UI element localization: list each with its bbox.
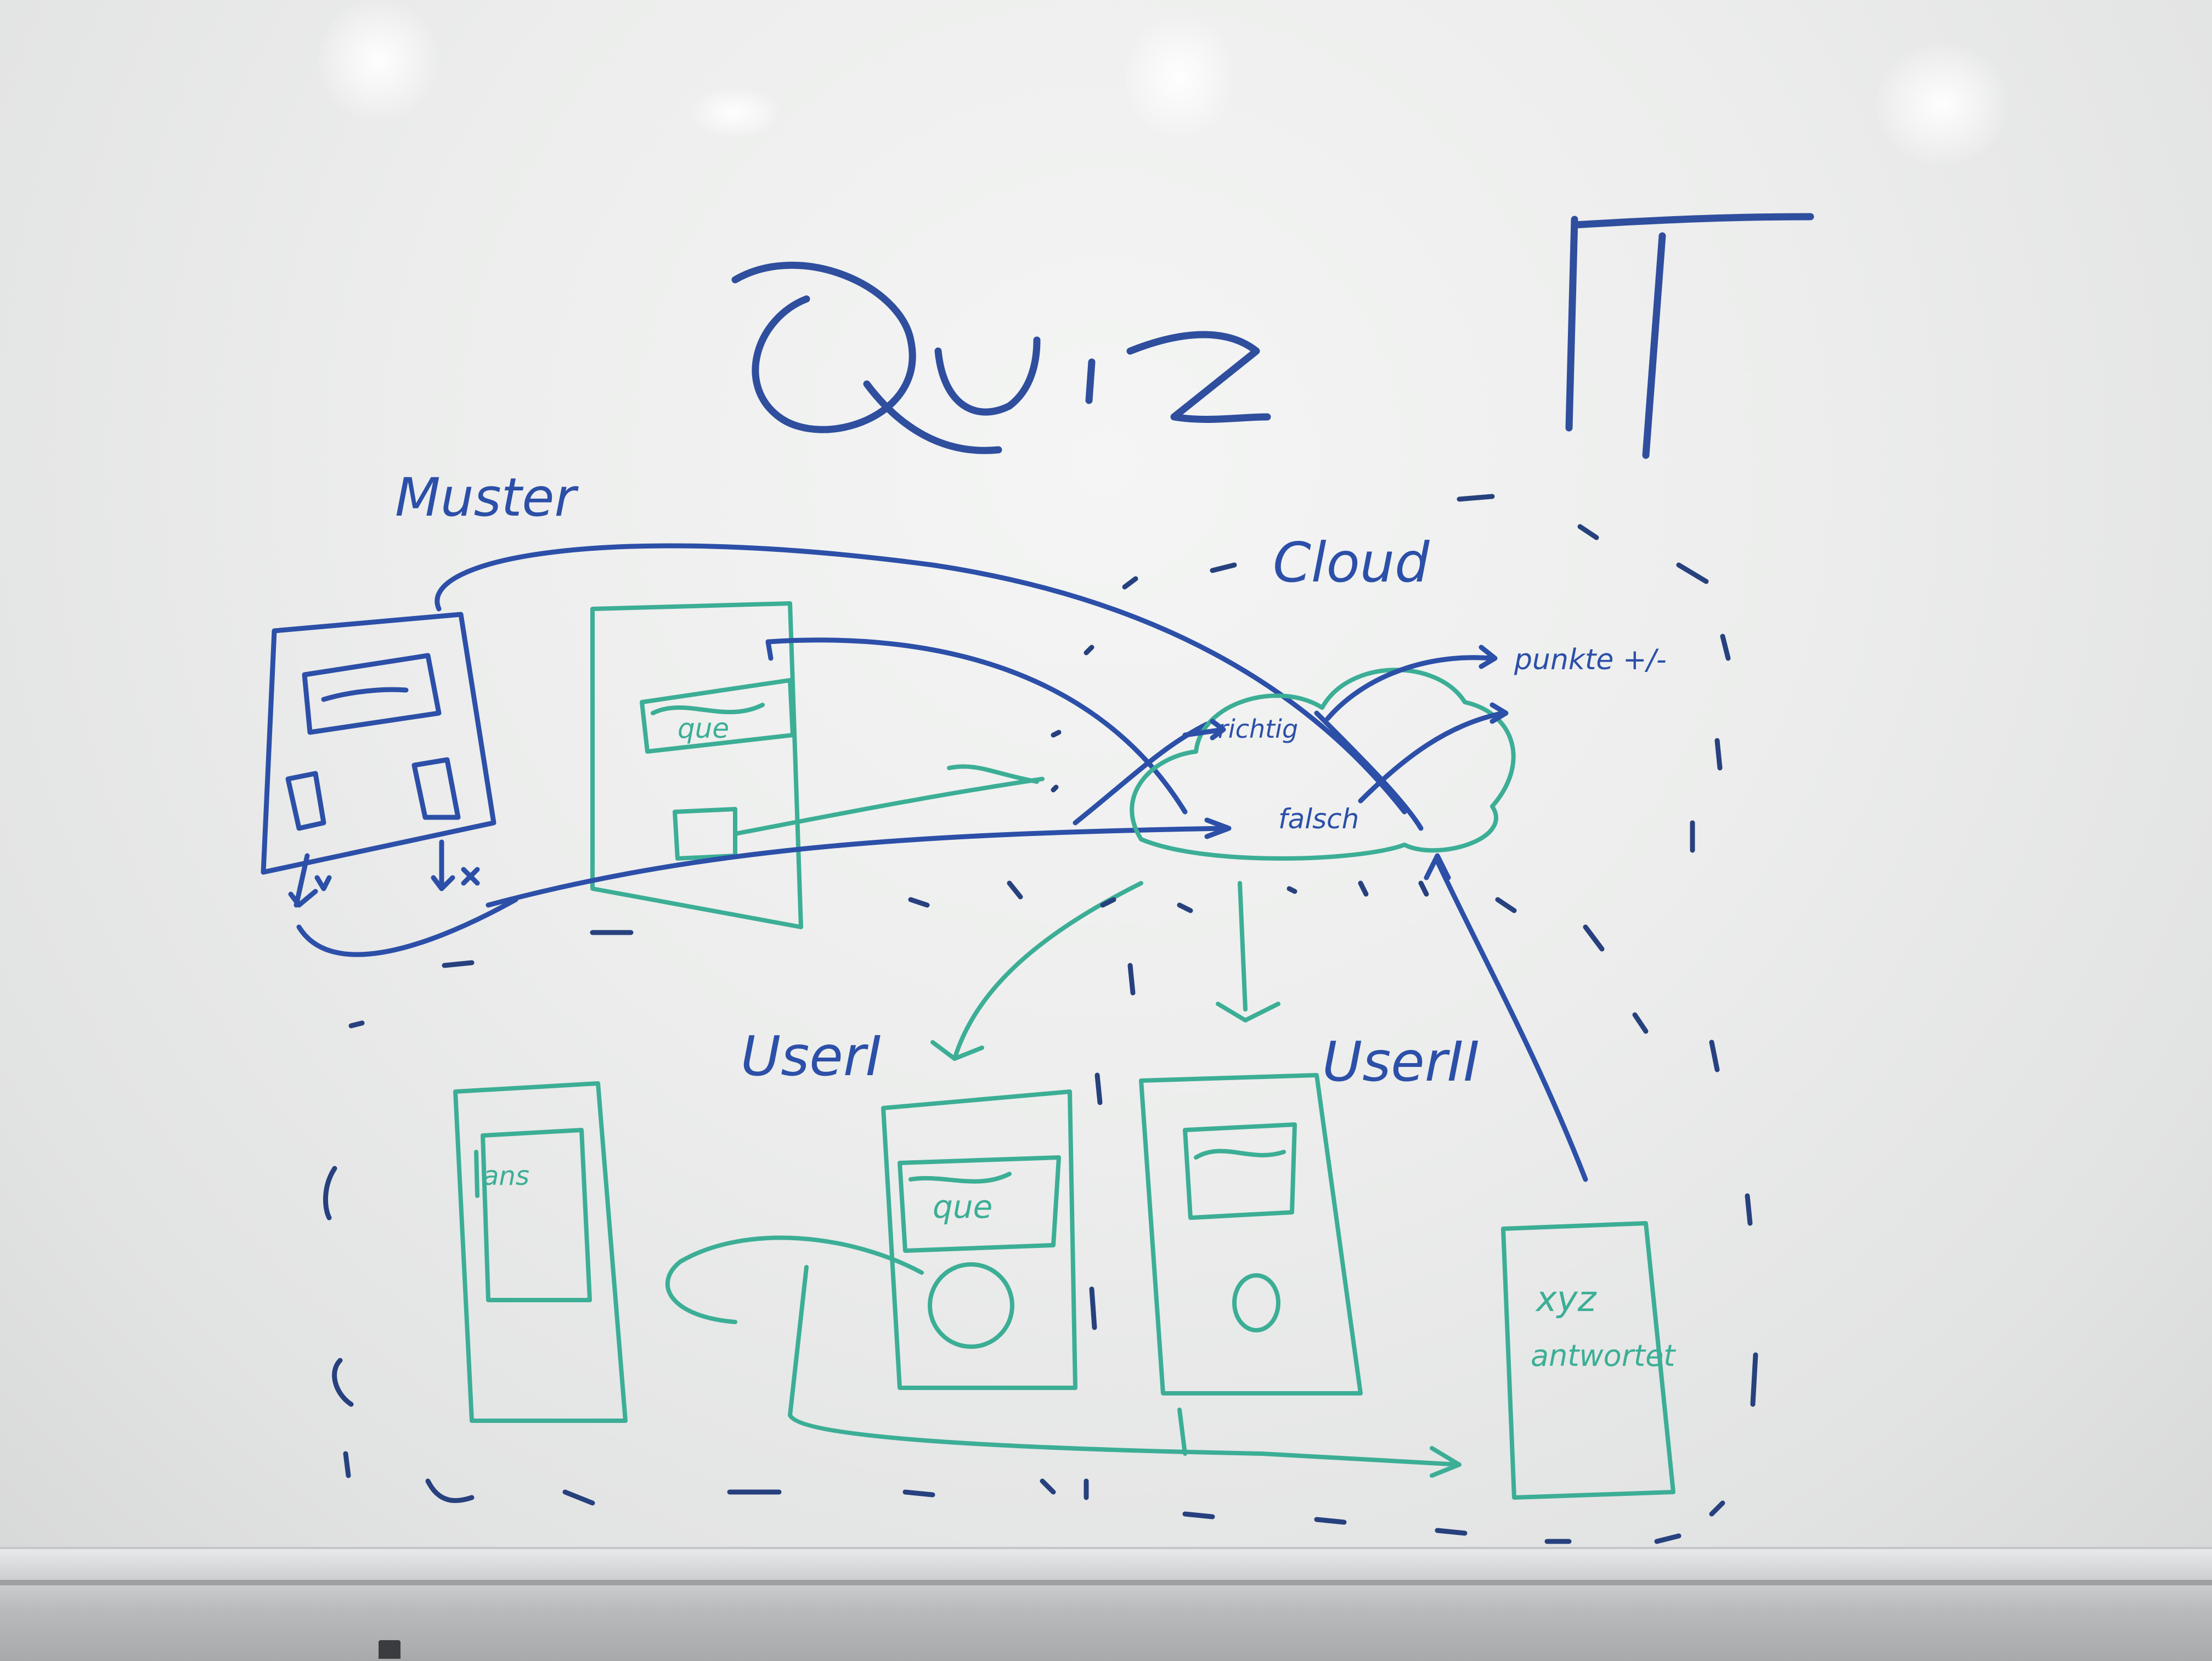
question-screen-top <box>590 601 1045 929</box>
user2-screen <box>1139 1073 1363 1456</box>
antwortet-label: antwortet <box>1531 1338 1676 1373</box>
que-label-user1: que <box>933 1188 992 1225</box>
user1-label: UserI <box>741 1024 882 1088</box>
cloud-to-user2-arrow <box>1216 881 1280 1022</box>
dashed-boundary <box>323 494 1758 1544</box>
answer-screen <box>453 1081 628 1423</box>
cross-to-falsch <box>1314 710 1424 831</box>
marker-tray-lip <box>0 1580 2212 1585</box>
whiteboard: Muster Cloud que richt <box>0 0 2212 1547</box>
muster-answer-line <box>486 817 1232 908</box>
cloud-cross-line <box>1073 721 1210 826</box>
xyz-label: xyz <box>1535 1279 1597 1320</box>
falsch-label: falsch <box>1278 803 1359 835</box>
muster-device <box>261 612 518 957</box>
light-reflection <box>1876 44 2008 165</box>
cloud-shape <box>1130 668 1516 861</box>
marker-icon <box>379 1640 400 1659</box>
muster-label: Muster <box>395 467 579 528</box>
que-label-top: que <box>678 713 729 744</box>
muster-to-cloud-arc <box>435 543 1407 815</box>
punkte-arrow-1 <box>1325 645 1498 721</box>
punkte-arrow-2 <box>1358 702 1509 804</box>
ans-label: ans <box>483 1161 529 1191</box>
light-reflection <box>318 0 439 121</box>
title-drawing <box>731 213 1814 459</box>
antwortet-to-cloud-arrow <box>1424 853 1588 1182</box>
richtig-label: richtig <box>1218 714 1298 744</box>
marker-tray <box>0 1547 2212 1661</box>
light-reflection <box>1125 16 1234 137</box>
question-return-arrow <box>765 637 1188 815</box>
punkte-label: punkte +/- <box>1514 643 1667 676</box>
user1-screen <box>665 1089 1462 1478</box>
light-reflection <box>691 88 779 137</box>
xyz-screen <box>1501 1221 1675 1500</box>
cloud-label: Cloud <box>1273 530 1430 595</box>
user2-label: UserII <box>1322 1030 1480 1094</box>
richtig-arrow <box>1182 719 1226 741</box>
whiteboard-sketch: Muster Cloud que richt <box>261 213 1814 1544</box>
cloud-to-user1-arrow <box>930 881 1143 1061</box>
